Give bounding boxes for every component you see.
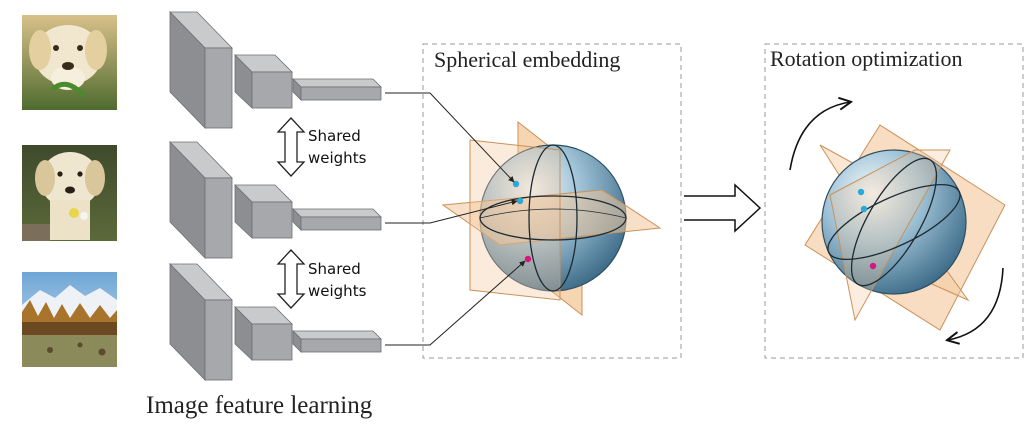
shared-weights-label-2a: Shared bbox=[308, 260, 361, 278]
rotation-arrow-top bbox=[789, 102, 850, 171]
spherical-embedding-title: Spherical embedding bbox=[434, 47, 620, 72]
shared-weights-arrow-1 bbox=[276, 117, 306, 177]
embedding-point-cyan-2 bbox=[516, 197, 524, 205]
rotated-point-magenta bbox=[869, 262, 877, 270]
feature-to-embedding-arrows bbox=[385, 92, 526, 346]
landscape-photo bbox=[22, 272, 117, 367]
sphere-right bbox=[804, 124, 1006, 331]
transition-arrow bbox=[684, 183, 762, 233]
shared-weights-label-2b: weights bbox=[308, 282, 367, 300]
dog-photo-1 bbox=[22, 15, 117, 110]
sphere-left bbox=[441, 120, 662, 317]
dog-photo-2 bbox=[22, 145, 117, 241]
shared-weights-arrow-2 bbox=[276, 249, 306, 309]
rotation-arrow-bottom bbox=[948, 267, 1004, 340]
embedding-point-magenta bbox=[524, 255, 532, 263]
rotated-point-cyan-2 bbox=[860, 205, 868, 213]
cnn-stream-2 bbox=[169, 141, 382, 259]
cnn-stream-1 bbox=[169, 11, 382, 129]
rotation-optimization-title: Rotation optimization bbox=[770, 46, 962, 71]
cnn-stream-3 bbox=[169, 263, 382, 381]
rotated-point-cyan-1 bbox=[857, 188, 865, 196]
spherical-embedding-box bbox=[422, 43, 682, 359]
shared-weights-label-1a: Shared bbox=[308, 127, 361, 145]
image-feature-learning-label: Image feature learning bbox=[146, 392, 373, 419]
rotation-optimization-box bbox=[764, 43, 1024, 359]
shared-weights-label-1b: weights bbox=[308, 149, 367, 167]
